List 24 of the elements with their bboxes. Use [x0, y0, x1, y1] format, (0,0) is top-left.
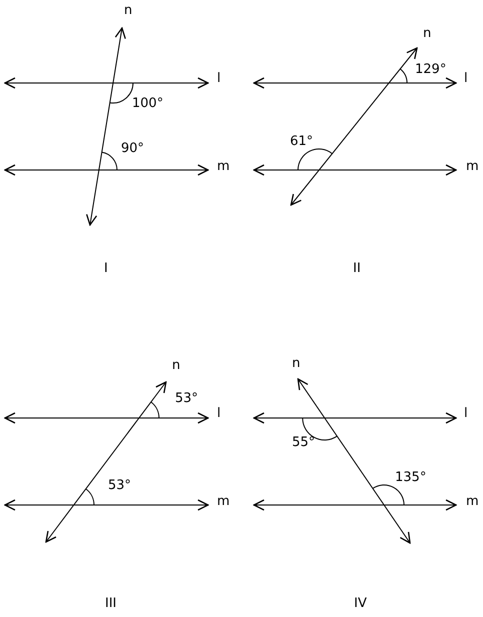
- figure-number: I: [104, 261, 108, 276]
- line-name: l: [217, 406, 221, 421]
- angle-value: 61°: [290, 134, 314, 149]
- line-name: l: [217, 71, 221, 86]
- line-name: m: [217, 159, 230, 174]
- line-name: n: [423, 26, 432, 41]
- line-name: n: [292, 356, 300, 371]
- angle-value: 55°: [292, 435, 316, 450]
- angle-value: 53°: [108, 478, 132, 493]
- angle-value: 135°: [395, 470, 426, 485]
- line-name: l: [464, 71, 468, 86]
- figure-number: III: [105, 596, 117, 611]
- line-name: m: [466, 494, 479, 509]
- angle-value: 53°: [175, 391, 198, 406]
- figure-number: IV: [354, 596, 367, 611]
- figure-number: II: [353, 261, 361, 276]
- angle-value: 100°: [132, 96, 164, 111]
- angle-value: 129°: [415, 62, 446, 77]
- angle-value: 90°: [121, 141, 144, 156]
- line-name: m: [466, 159, 479, 174]
- line-name: n: [172, 358, 180, 373]
- line-name: l: [464, 406, 468, 421]
- line-name: m: [217, 494, 230, 509]
- line-name: n: [124, 3, 132, 18]
